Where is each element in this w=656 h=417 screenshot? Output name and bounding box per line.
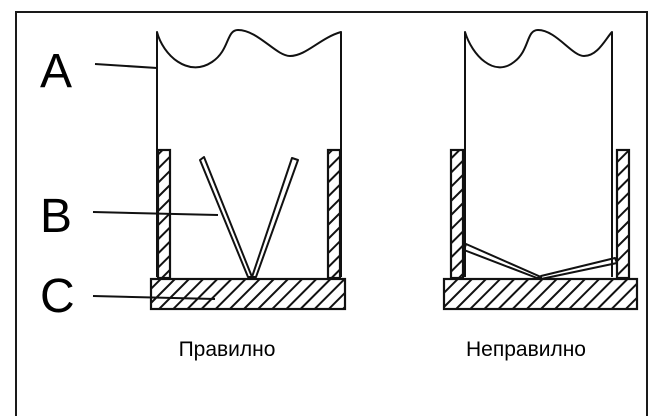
separator-b-correct-right: [251, 157, 299, 278]
paper-stack-a-correct: [156, 29, 342, 277]
label-a: A: [40, 45, 72, 98]
correct-illustration: [149, 29, 347, 311]
label-b: B: [40, 190, 72, 243]
base-incorrect: [442, 277, 639, 311]
side-guide-right-incorrect: [615, 148, 631, 280]
side-guide-left-incorrect: [449, 148, 465, 280]
callout-labels: A B C: [40, 45, 219, 323]
base-c-correct: [149, 277, 347, 311]
pointer-a: [94, 63, 158, 69]
label-c: C: [40, 270, 75, 323]
side-guide-right-correct: [326, 148, 342, 280]
caption-correct: Правилно: [179, 338, 276, 361]
diagram-frame: [15, 11, 648, 416]
pointer-b: [92, 211, 219, 216]
separator-flattened-left: [463, 243, 542, 279]
separator-b-correct: [199, 156, 253, 278]
paper-stack-incorrect: [464, 29, 613, 277]
separator-flattened-right: [540, 257, 618, 280]
caption-incorrect: Неправилно: [466, 338, 586, 361]
pointer-c: [92, 295, 216, 300]
incorrect-illustration: [442, 29, 639, 311]
